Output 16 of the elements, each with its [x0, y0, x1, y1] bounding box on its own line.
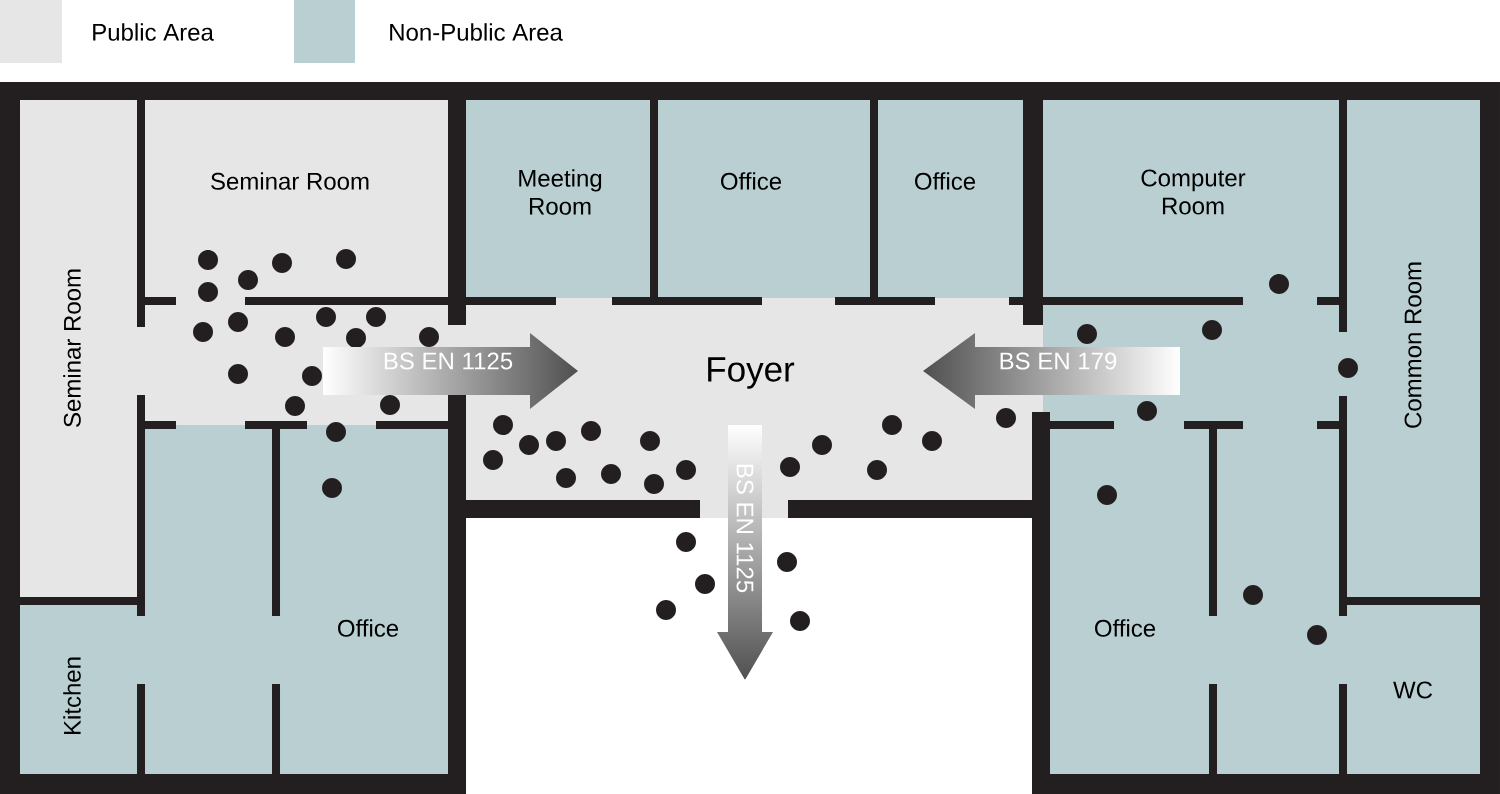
room-label: Meeting Room [519, 169, 602, 215]
legend-label: Public Area [93, 23, 214, 41]
legend-label: Non-Public Area [390, 23, 563, 41]
room-label: Kitchen [63, 657, 81, 735]
room-label: Seminar Room [63, 269, 81, 427]
arrow-label: BS EN 1125 [384, 352, 513, 370]
room-label: WC [1393, 681, 1433, 699]
room-label: Office [1095, 619, 1156, 637]
room-label: Seminar Room [211, 172, 369, 190]
arrow-label: BS EN 179 [1000, 352, 1117, 370]
room-label: Office [721, 172, 782, 190]
room-label: Office [915, 172, 976, 190]
room-label: Office [338, 619, 399, 637]
room-label: Computer Room [1141, 169, 1246, 215]
room-label: Foyer [708, 357, 795, 389]
room-label: Common Room [1404, 262, 1422, 428]
